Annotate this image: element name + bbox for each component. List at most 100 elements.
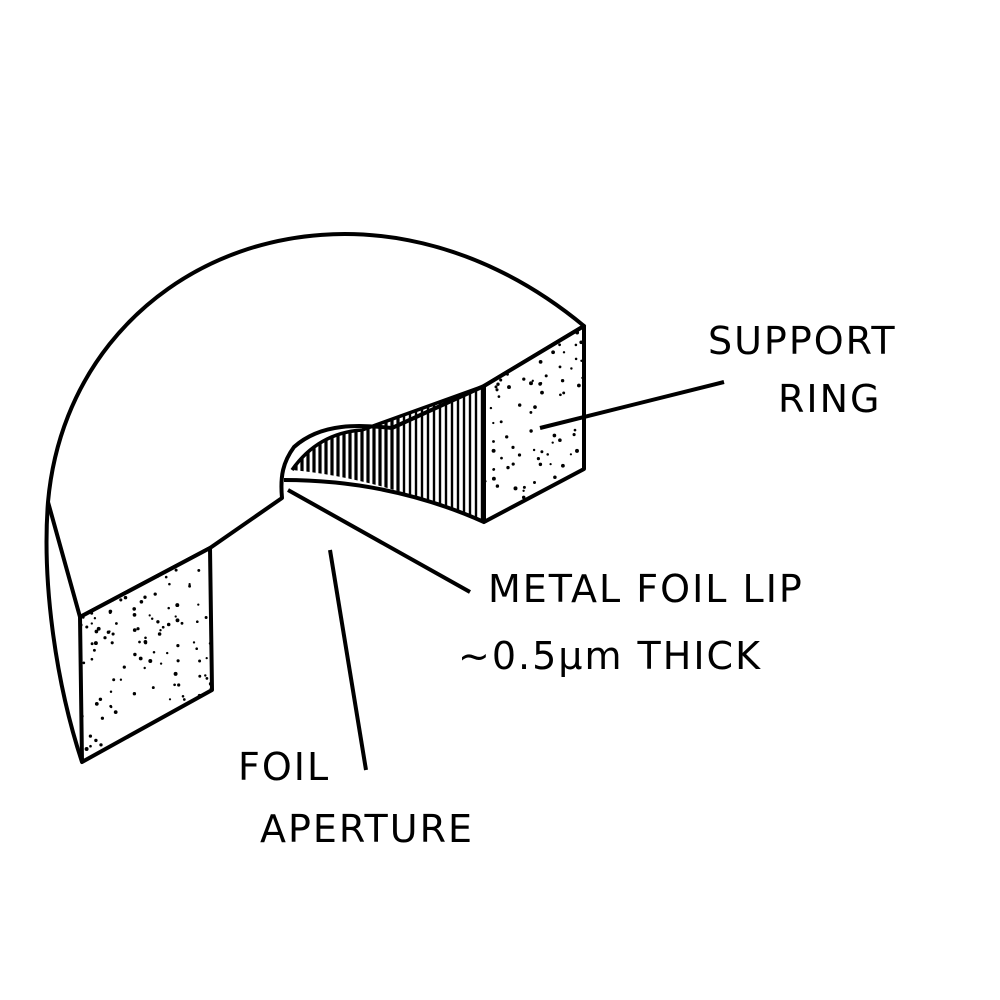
stipple-dot [152, 651, 156, 654]
stipple-dot [195, 749, 199, 753]
stipple-dot [499, 420, 503, 424]
stipple-dot [205, 656, 208, 660]
stipple-dot [579, 499, 583, 503]
stipple-dot [579, 340, 584, 345]
stipple-dot [529, 410, 533, 414]
stipple-dot [159, 629, 162, 632]
stipple-dot [82, 661, 86, 665]
stipple-dot [494, 385, 498, 389]
stipple-dot [204, 616, 208, 619]
stipple-dot [558, 365, 562, 369]
stipple-dot [178, 744, 181, 748]
stipple-dot [138, 656, 143, 661]
stipple-dot [204, 674, 207, 677]
stipple-dot [112, 678, 116, 682]
stipple-dot [173, 683, 176, 687]
stipple-dot [94, 738, 98, 743]
support-ring-label-line-2: RING [778, 377, 882, 421]
stipple-dot [497, 395, 501, 398]
stipple-dot [188, 584, 192, 588]
stipple-dot [505, 435, 509, 439]
foil-lip-bottom-edge [283, 478, 485, 524]
stipple-dot [489, 406, 493, 410]
stipple-dot [80, 714, 84, 718]
stipple-dot [119, 678, 123, 681]
stipple-dot [132, 628, 137, 632]
stipple-dot [198, 659, 202, 663]
foil-lip-top-edge [290, 384, 485, 472]
stipple-dot [123, 595, 128, 600]
stipple-dot [522, 489, 525, 492]
stipple-dot [566, 511, 570, 515]
stipple-dot [138, 753, 143, 757]
stipple-dot [177, 683, 181, 687]
stipple-dot [209, 687, 212, 691]
stipple-dot [566, 482, 571, 487]
stipple-dot [85, 625, 89, 629]
stipple-dot [94, 702, 99, 706]
stipple-dot [506, 372, 509, 376]
stipple-dot [529, 509, 533, 513]
stipple-dot [573, 428, 577, 432]
stipple-dot [138, 640, 141, 644]
stipple-dot [572, 433, 576, 437]
stipple-dot [492, 468, 496, 471]
stipple-dot [575, 330, 580, 335]
stipple-dot [100, 716, 105, 720]
stipple-dot [150, 617, 154, 620]
stipple-dot [93, 641, 98, 646]
stipple-dot [484, 480, 487, 483]
stipple-dot [551, 441, 554, 444]
stipple-dot [148, 614, 151, 617]
stipple-dot [197, 603, 200, 606]
stipple-dot [582, 327, 584, 330]
stipple-dot [203, 718, 207, 722]
stipple-dot [511, 462, 515, 466]
stipple-dot [174, 568, 178, 572]
stipple-dot [195, 647, 199, 651]
stipple-dot [133, 737, 137, 741]
stipple-dot [546, 453, 549, 456]
stipple-dot [539, 381, 543, 385]
stipple-dot [580, 359, 583, 363]
metal-foil-lip-label-line-1: METAL FOIL LIP [488, 567, 804, 611]
stipple-dot [136, 735, 141, 739]
support-ring-leader-line [539, 380, 725, 430]
stipple-dot [144, 636, 147, 640]
stipple-dot [192, 641, 196, 644]
stipple-dot [109, 690, 113, 694]
stipple-dot [562, 351, 566, 354]
stipple-dot [143, 666, 146, 670]
stipple-dot [529, 381, 533, 386]
stipple-dot [209, 727, 212, 732]
stipple-dot [182, 742, 186, 746]
stipple-dot [161, 625, 165, 629]
stipple-dot [195, 620, 199, 624]
foil-aperture-label-line-1: FOIL [238, 745, 331, 789]
stipple-dot [139, 600, 144, 604]
stipple-dot [138, 733, 142, 737]
stipple-dot [166, 651, 169, 655]
stipple-dot [577, 383, 581, 388]
stipple-dot [90, 657, 94, 661]
stipple-dot [532, 448, 536, 452]
stipple-dot [538, 462, 543, 467]
stipple-dot [208, 642, 212, 645]
stipple-dot [90, 622, 93, 625]
stipple-dot [561, 463, 565, 468]
stipple-dot [496, 382, 500, 386]
stipple-dot [536, 457, 540, 461]
stipple-dot [181, 695, 185, 698]
stipple-dot [93, 617, 97, 620]
stipple-dot [175, 603, 180, 608]
stipple-dot [176, 659, 180, 663]
stipple-dot [198, 674, 202, 678]
stipple-dot [173, 671, 178, 676]
stipple-dot [581, 376, 584, 380]
stipple-dot [139, 732, 142, 735]
stipple-dot [167, 606, 170, 610]
stipple-dot [157, 632, 162, 636]
stipple-dot [98, 697, 103, 702]
stipple-dot [115, 622, 118, 625]
